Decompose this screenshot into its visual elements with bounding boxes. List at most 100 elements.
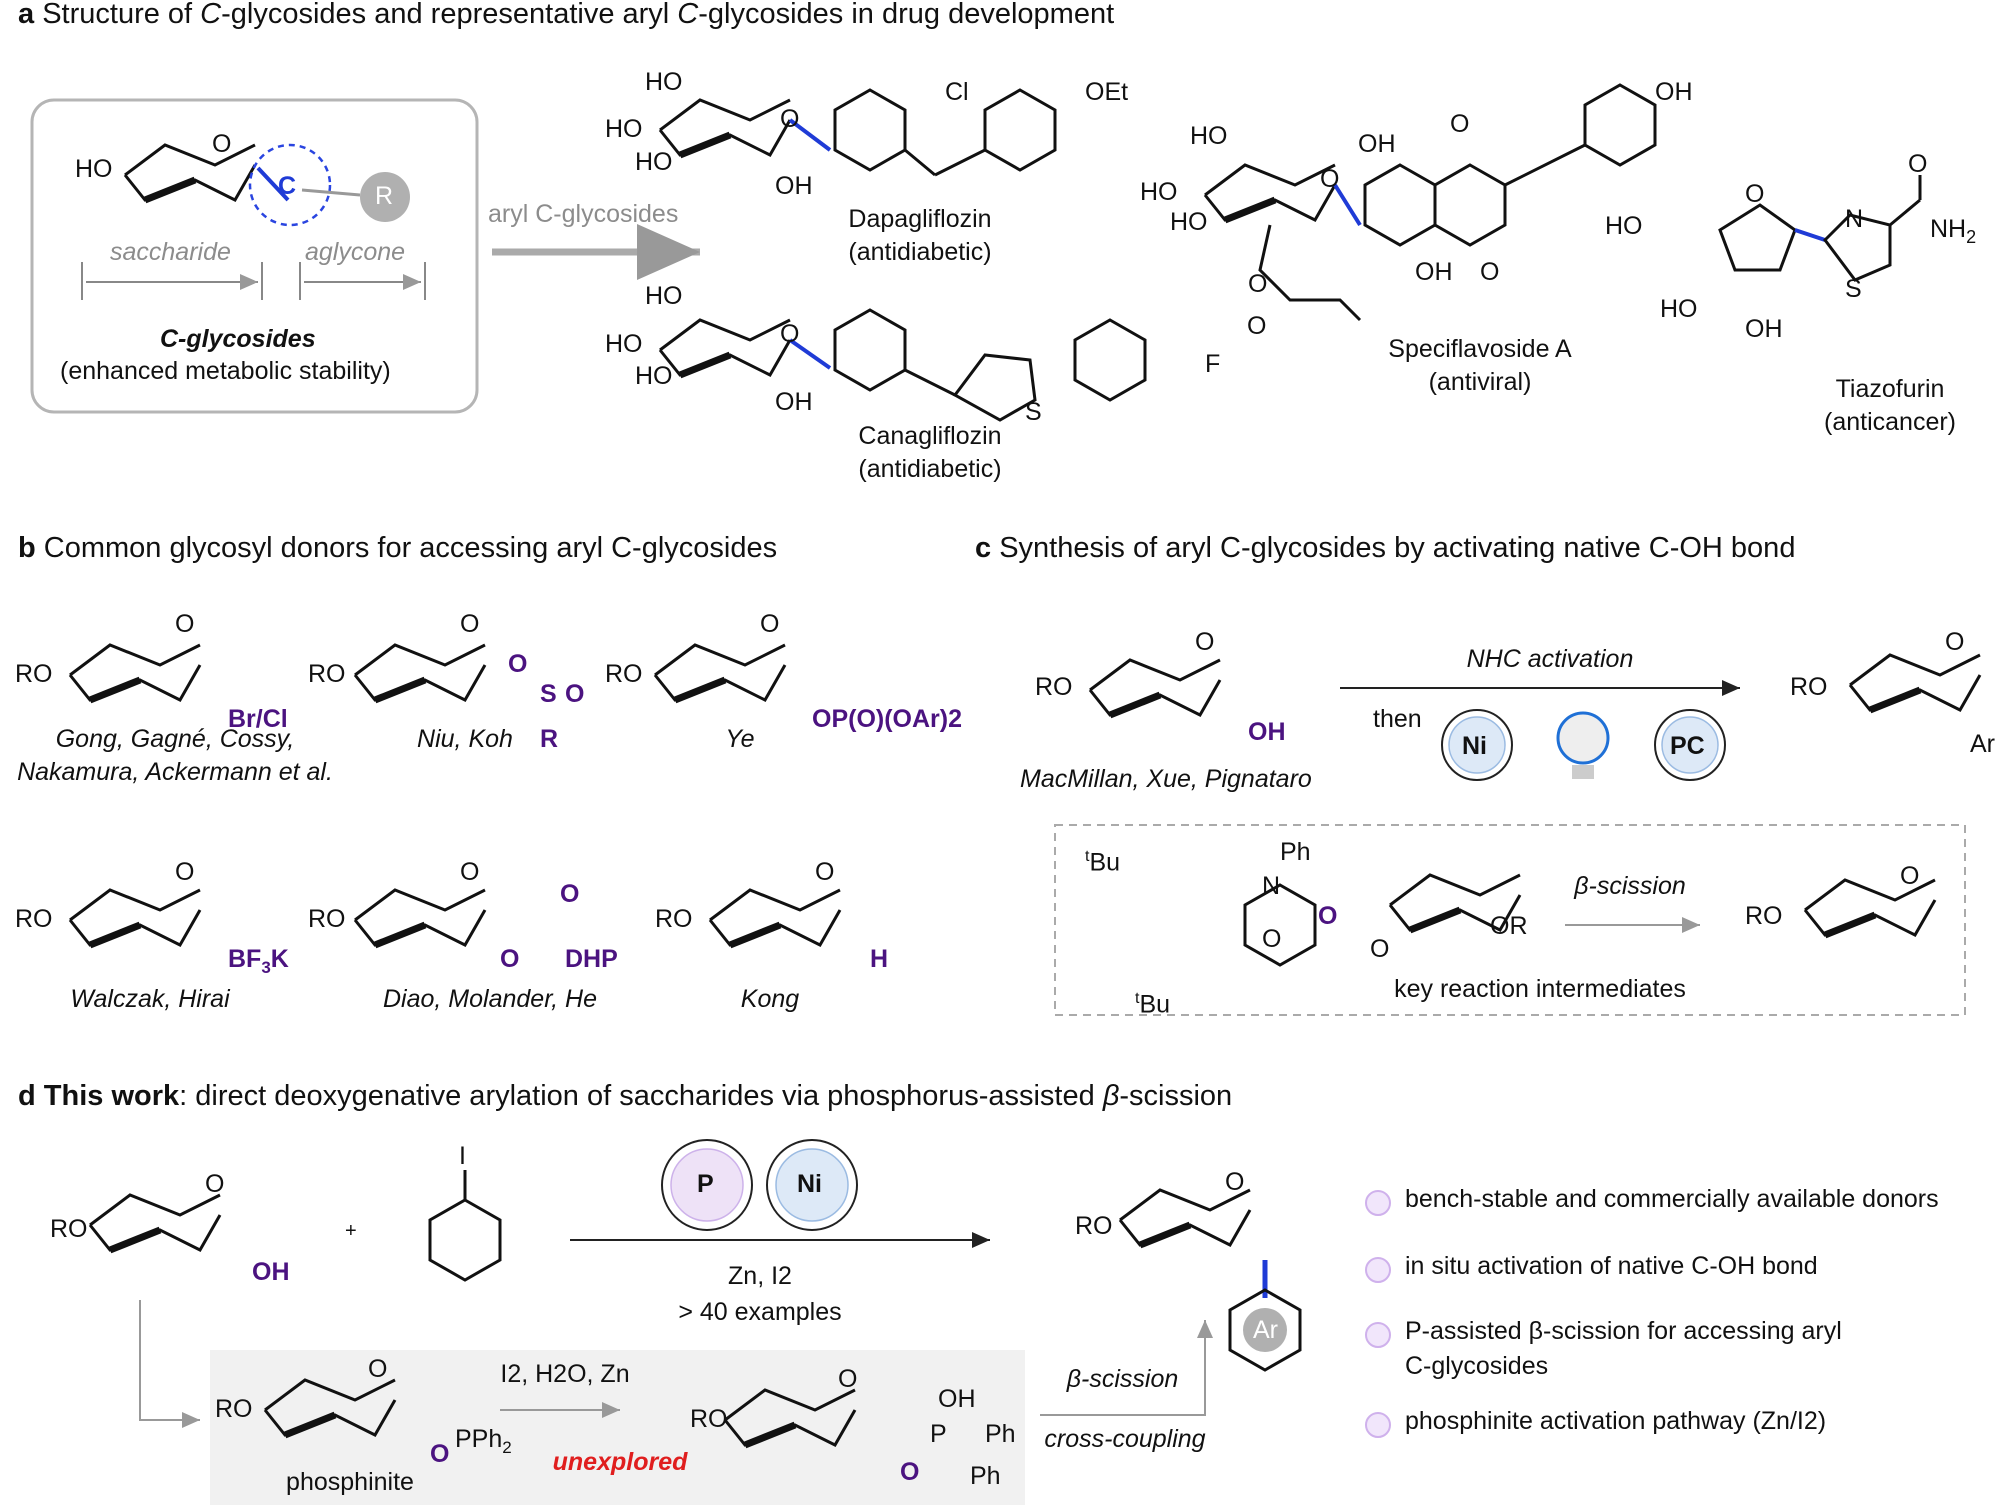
pc-catalyst-label: PC <box>1670 732 1705 760</box>
donor-authors: Walczak, Hirai <box>70 985 230 1013</box>
o-label: O <box>1262 925 1282 953</box>
panel-d-title: d This work: direct deoxygenative arylat… <box>18 1080 1232 1113</box>
ro-label: RO <box>215 1395 253 1423</box>
ro-label: RO <box>15 905 53 933</box>
compound-name: Canagliflozin <box>858 422 1002 450</box>
donor-authors: Niu, Koh <box>417 725 513 753</box>
feature-item: bench-stable and commercially available … <box>1405 1185 1939 1213</box>
cana-atom-label: HO <box>605 330 643 358</box>
speci-atom-label: O <box>1248 270 1268 298</box>
n-label: N <box>1262 872 1281 900</box>
saccharide-label: saccharide <box>110 238 231 266</box>
bullet-dot <box>1365 1190 1391 1216</box>
dapa-atom-label: O <box>780 105 800 133</box>
ar-label: Ar <box>1970 730 1995 758</box>
ring-oxygen-label: O <box>368 1355 388 1383</box>
ro-label: RO <box>308 660 346 688</box>
ar-label: Ar <box>1253 1316 1278 1344</box>
aryl-arrow-label: aryl C-glycosides <box>488 200 679 228</box>
panel-a-title-part: Structure of <box>42 0 201 30</box>
panel-b-letter: b <box>18 532 36 564</box>
speci-atom-label: O <box>1320 165 1340 193</box>
compound-name: Speciflavoside A <box>1388 335 1572 363</box>
anomeric-carbon-label: C <box>278 172 297 200</box>
p-catalyst-label: P <box>697 1170 714 1198</box>
speci-atom-label: OH <box>1655 78 1693 106</box>
donor-group: R <box>540 725 559 753</box>
speci-atom-label: HO <box>1140 178 1178 206</box>
nhc-activation-label: NHC activation <box>1466 645 1634 673</box>
ring-oxygen-label: O <box>1370 935 1390 963</box>
ro-label: RO <box>690 1405 728 1433</box>
ring-oxygen-label: O <box>815 858 835 886</box>
cana-atom-label: HO <box>635 362 673 390</box>
beta-scission-label: β-scission <box>1574 872 1686 900</box>
ro-label: RO <box>1075 1212 1113 1240</box>
cana-atom-label: F <box>1205 350 1221 378</box>
donor-authors: Gong, Gagné, Cossy, <box>55 725 295 753</box>
or-label: OR <box>1490 912 1528 940</box>
tiazo-atom-label: OH <box>1745 315 1783 343</box>
bullet-dot <box>1365 1257 1391 1283</box>
cross-coupling-label: cross-coupling <box>1044 1425 1206 1453</box>
compound-use: (anticancer) <box>1824 408 1956 436</box>
ring-oxygen-label: O <box>760 610 780 638</box>
ro-label: RO <box>15 660 53 688</box>
compound-use: (antidiabetic) <box>848 238 992 266</box>
speci-atom-label: O <box>1450 110 1470 138</box>
ring-oxygen-label: O <box>212 130 232 158</box>
panel-a-title-part: C <box>200 0 222 30</box>
tiazo-atom-label: N <box>1845 205 1864 233</box>
panel-a-title-part: -glycosides in drug development <box>698 0 1115 30</box>
o-radical-label: O <box>1318 902 1338 930</box>
panel-a-title-part: C <box>677 0 699 30</box>
donor-group: Br/Cl <box>228 705 288 733</box>
ro-label: RO <box>1745 902 1783 930</box>
speci-atom-label: OH <box>1415 258 1453 286</box>
ro-label: RO <box>308 905 346 933</box>
ring-oxygen-label: O <box>1945 628 1965 656</box>
phosphinite-label: phosphinite <box>286 1468 414 1496</box>
ring-oxygen-label: O <box>460 610 480 638</box>
donor-group: O <box>508 650 528 678</box>
cana-atom-label: HO <box>645 282 683 310</box>
panel-d-title-bold: This work <box>43 1080 180 1112</box>
donor-group: H <box>870 945 889 973</box>
panel-d-title-end: -scission <box>1119 1080 1233 1112</box>
ring-oxygen-label: O <box>460 858 480 886</box>
compound-name: Tiazofurin <box>1835 375 1945 403</box>
ro-label: RO <box>605 660 643 688</box>
speci-atom-label: HO <box>1170 208 1208 236</box>
pph2-label: PPh2 <box>455 1425 512 1457</box>
panel-d-title-text: : direct deoxygenative arylation of sacc… <box>179 1080 1103 1112</box>
ring-oxygen-label: O <box>838 1365 858 1393</box>
bullet-dot <box>1365 1322 1391 1348</box>
donor-group: O <box>560 880 580 908</box>
ro-label: RO <box>50 1215 88 1243</box>
donor-authors: Kong <box>740 985 800 1013</box>
panel-b-title-text: Common glycosyl donors for accessing ary… <box>43 532 778 564</box>
tbu-label: tBu <box>1085 848 1121 877</box>
donor-group: O <box>565 680 585 708</box>
feature-item: C-glycosides <box>1405 1352 1549 1380</box>
ni-catalyst-label: Ni <box>1462 732 1487 760</box>
compound-use: (antiviral) <box>1428 368 1532 396</box>
compound-use: (antidiabetic) <box>858 455 1002 483</box>
r-group-label: R <box>375 182 394 210</box>
ni-catalyst-label: Ni <box>797 1170 822 1198</box>
hydroxyl-label: OH <box>1248 718 1286 746</box>
speci-atom-label: O <box>1480 258 1500 286</box>
beta-scission-label: β-scission <box>1066 1365 1179 1393</box>
tbu-label: tBu <box>1135 990 1171 1019</box>
donor-authors: Diao, Molander, He <box>382 985 597 1013</box>
ro-label: RO <box>1035 673 1073 701</box>
unexplored-label: unexplored <box>552 1448 688 1476</box>
ph-label: Ph <box>970 1462 1001 1490</box>
plus-label: + <box>345 1220 357 1242</box>
oh-label: OH <box>938 1385 976 1413</box>
bullet-dot <box>1365 1412 1391 1438</box>
donor-authors: Ye <box>725 725 755 753</box>
cana-atom-label: OH <box>775 388 813 416</box>
donor-group: OP(O)(OAr)2 <box>812 705 962 733</box>
iodo-label: I <box>459 1142 466 1170</box>
